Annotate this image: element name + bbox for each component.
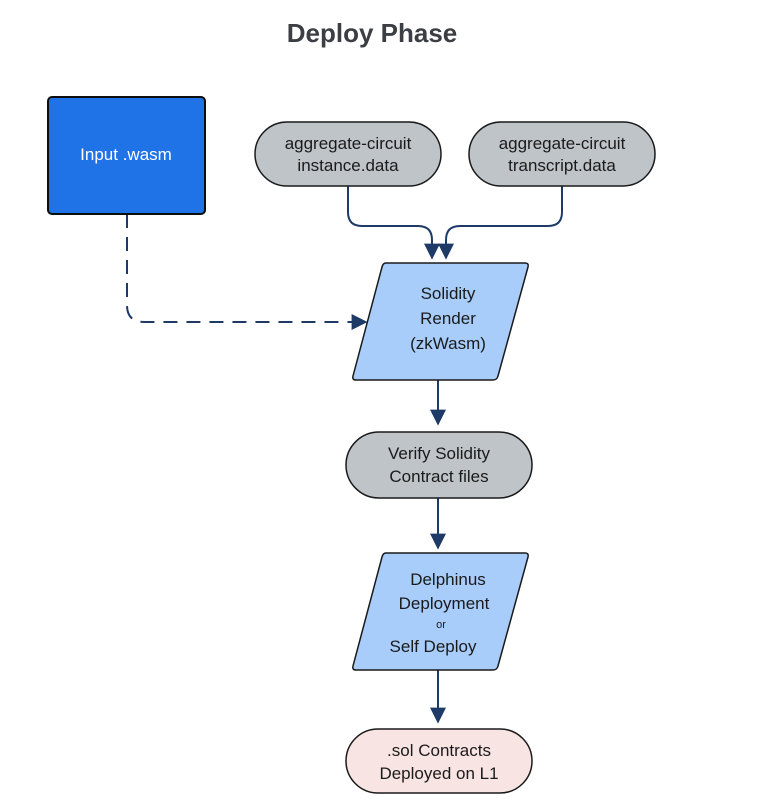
- deployed-line2: Deployed on L1: [379, 764, 498, 783]
- input-wasm-label: Input .wasm: [80, 145, 172, 164]
- instance-data-line2: instance.data: [297, 156, 399, 175]
- deployed-shape: [345, 728, 533, 794]
- connectors: [126, 186, 563, 724]
- diagram-title: Deploy Phase: [287, 18, 458, 48]
- connector-input-to-render: [126, 214, 368, 330]
- verify-node: Verify Solidity Contract files: [345, 431, 533, 499]
- transcript-data-shape: [468, 121, 656, 187]
- transcript-data-node: aggregate-circuit transcript.data: [468, 121, 656, 187]
- deployment-line1: Delphinus: [410, 570, 486, 589]
- deployment-node: Delphinus Deployment or Self Deploy: [352, 552, 529, 671]
- input-wasm-box: [47, 96, 206, 215]
- solidity-render-node: Solidity Render (zkWasm): [352, 262, 529, 381]
- verify-line1: Verify Solidity: [388, 444, 491, 463]
- verify-shape: [345, 431, 533, 499]
- solidity-render-line1: Solidity: [421, 284, 476, 303]
- instance-data-node: aggregate-circuit instance.data: [254, 121, 442, 187]
- input-wasm-node: Input .wasm: [47, 96, 206, 215]
- connector-transcript-to-render: [438, 186, 563, 260]
- instance-data-line1: aggregate-circuit: [285, 134, 412, 153]
- deployment-line4: Self Deploy: [390, 637, 477, 656]
- solidity-render-line2: Render: [420, 309, 476, 328]
- connector-instance-to-render: [347, 186, 440, 260]
- deployment-shape: [352, 552, 529, 671]
- verify-line2: Contract files: [389, 467, 488, 486]
- instance-data-shape: [254, 121, 442, 187]
- deployment-line2: Deployment: [399, 594, 490, 613]
- solidity-render-shape: [352, 262, 529, 381]
- deployment-line3: or: [436, 619, 446, 631]
- deployed-node: .sol Contracts Deployed on L1: [345, 728, 533, 794]
- deployed-line1: .sol Contracts: [387, 741, 491, 760]
- transcript-data-line2: transcript.data: [508, 156, 616, 175]
- solidity-render-line3: (zkWasm): [410, 334, 486, 353]
- transcript-data-line1: aggregate-circuit: [499, 134, 626, 153]
